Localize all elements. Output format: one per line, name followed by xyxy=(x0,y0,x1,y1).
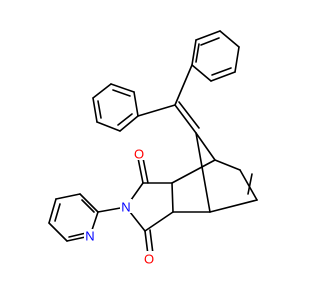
molecule-svg: O O N N xyxy=(48,30,258,267)
oxygen-bottom-bg xyxy=(143,251,156,265)
imide-ring xyxy=(125,157,174,256)
imide-nitrogen-label: N xyxy=(121,200,130,215)
oxygen-bottom-label: O xyxy=(144,252,154,267)
pyridine-nitrogen-label: N xyxy=(85,229,94,244)
molecule-structure-diagram: O O N N xyxy=(48,30,258,267)
diphenylmethylidene xyxy=(137,64,200,134)
oxygen-top-label: O xyxy=(134,147,144,162)
phenyl-ring-upper xyxy=(191,30,240,82)
atom-labels: O O N N xyxy=(84,146,156,267)
bicyclic-core xyxy=(171,132,258,213)
phenyl-ring-left xyxy=(92,83,139,132)
pyridine-nitrogen-bg xyxy=(84,229,96,243)
imide-nitrogen-bg xyxy=(120,199,132,213)
pyridine-ring xyxy=(48,193,127,242)
oxygen-top-bg xyxy=(133,146,146,160)
